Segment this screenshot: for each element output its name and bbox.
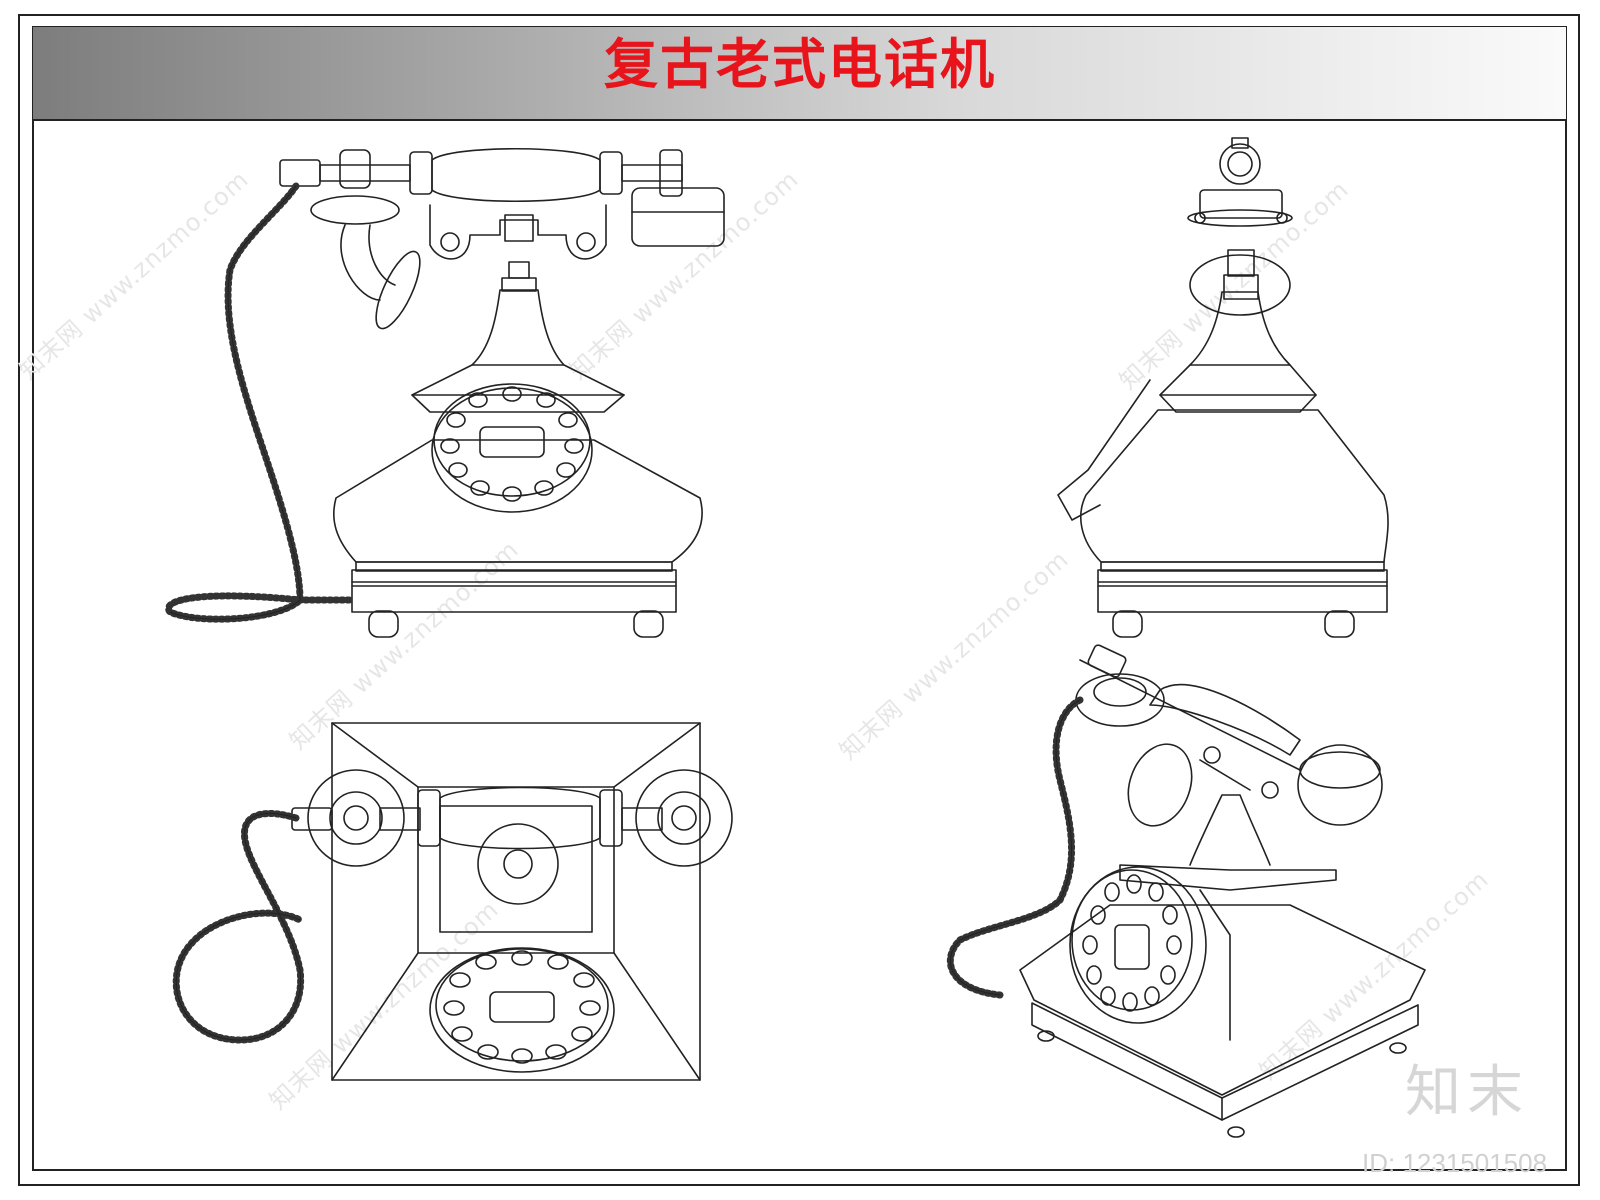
front-foot-left [368, 610, 399, 638]
front-plinth [351, 569, 677, 613]
outer-border [18, 14, 1580, 1186]
watermark-logo: 知末 [1405, 1060, 1529, 1125]
front-cradle [429, 204, 607, 260]
iso-dial-outer [1069, 866, 1207, 1024]
top-earpiece [635, 769, 733, 867]
side-plinth [1097, 569, 1388, 613]
front-dial-display [479, 426, 545, 458]
front-neck [471, 289, 565, 366]
iso-dial-holes [1082, 874, 1182, 1012]
page-title: 复古老式电话机 [604, 33, 996, 96]
top-mouthpiece [307, 769, 405, 867]
watermark-id: ID: 1231501508 [1362, 1148, 1548, 1178]
side-shoulder [1159, 364, 1317, 413]
top-base-outer [331, 722, 701, 1081]
side-foot-left [1112, 610, 1143, 638]
front-body [333, 439, 703, 563]
title-bar [33, 27, 1566, 121]
iso-block [1199, 889, 1231, 1041]
top-dial-holes [443, 950, 601, 1064]
side-earpiece-ring [1219, 143, 1261, 185]
front-dial-holes [440, 386, 584, 502]
top-view [172, 722, 733, 1081]
front-cord [165, 182, 356, 623]
front-view [165, 147, 725, 638]
top-dial-display [489, 991, 555, 1023]
front-dial-outer [431, 387, 593, 513]
side-view [1057, 137, 1389, 638]
front-handset [279, 147, 725, 247]
side-dial-slope [1057, 379, 1151, 521]
top-neck [477, 823, 559, 905]
front-mouthpiece [310, 149, 421, 330]
side-neck [1189, 291, 1291, 366]
top-shoulder [417, 786, 615, 954]
iso-handset [1075, 644, 1383, 827]
side-body [1079, 409, 1389, 563]
isometric-view [947, 644, 1426, 1138]
front-foot-right [633, 610, 664, 638]
top-cord [172, 810, 305, 1044]
iso-base [1031, 1002, 1419, 1121]
iso-body [1019, 904, 1426, 1096]
iso-cord [947, 696, 1084, 999]
side-foot-right [1324, 610, 1355, 638]
top-dial-outer [429, 947, 615, 1073]
iso-dial-display [1114, 924, 1150, 970]
